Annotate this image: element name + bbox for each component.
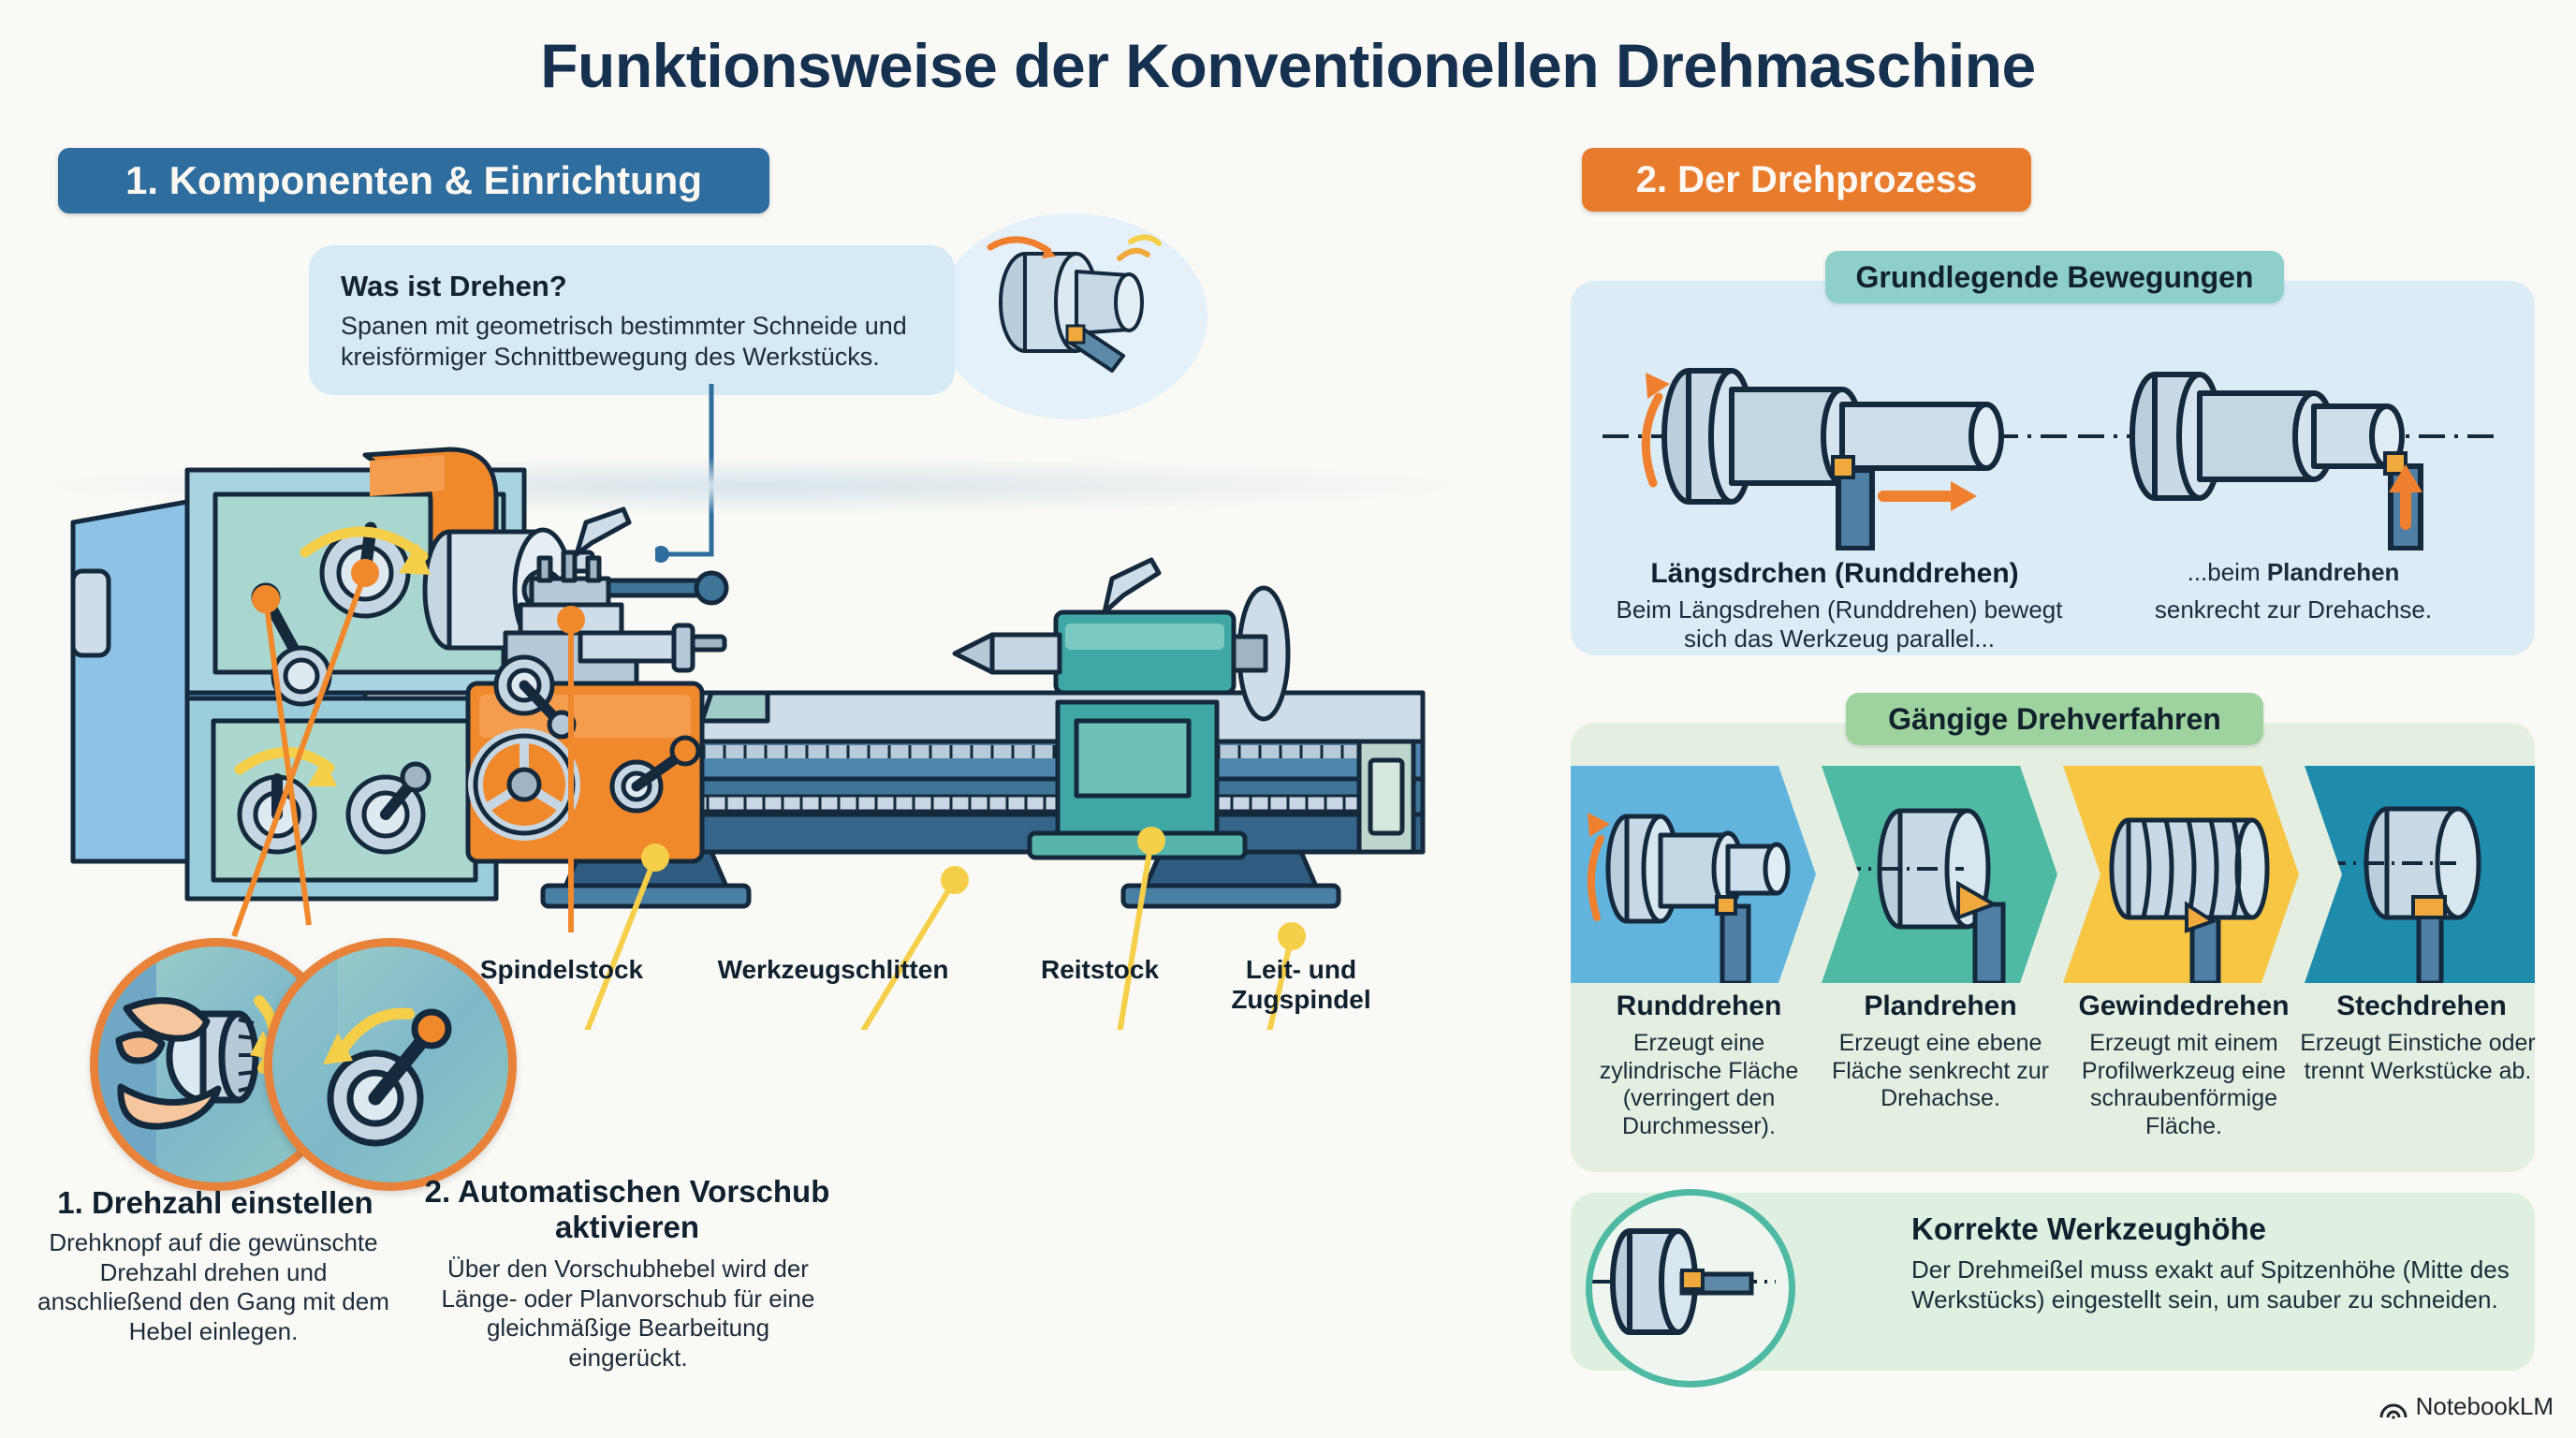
chuck-workpiece-icon <box>987 234 1162 373</box>
movement-2-line-1: ...beim Plandrehen <box>2097 558 2490 587</box>
subheader-basic-movements: Grundlegende Bewegungen <box>1825 251 2284 303</box>
machine-label-leit-zugspindel: Leit- und Zugspindel <box>1231 955 1371 1014</box>
watermark-text: NotebookLM <box>2415 1392 2554 1420</box>
notebooklm-logo-icon <box>2379 1403 2408 1419</box>
step-1-title: 1. Drehzahl einstellen <box>57 1185 373 1220</box>
method-3-title: Gewindedrehen <box>2078 990 2290 1021</box>
tool-height-title: Korrekte Werkzeughöhe <box>1911 1211 2266 1246</box>
section-header-components: 1. Komponenten & Einrichtung <box>58 148 769 213</box>
step-1-body: Drehknopf auf die gewünschte Drehzahl dr… <box>37 1228 389 1346</box>
face-turning-icon <box>2078 372 2499 550</box>
movement-2-keyword: Plandrehen <box>2266 558 2400 586</box>
machine-label-werkzeugschlitten: Werkzeugschlitten <box>717 955 949 984</box>
movement-2-prefix: ...beim <box>2187 558 2267 586</box>
subheader-turning-methods: Gängige Drehverfahren <box>1846 693 2263 745</box>
longitudinal-turning-icon <box>1603 368 2071 550</box>
method-4-title: Stechdrehen <box>2336 990 2507 1021</box>
section-header-process: 2. Der Drehprozess <box>1582 148 2031 212</box>
method-2-desc: Erzeugt eine ebene Fläche senkrecht zur … <box>1831 1030 2050 1111</box>
machine-label-reitstock: Reitstock <box>1040 955 1160 984</box>
method-2-title: Plandrehen <box>1864 990 2017 1021</box>
methods-chevron-strip <box>1571 766 2535 983</box>
step-2-magnifier <box>264 938 517 1191</box>
method-1-title: Runddrehen <box>1616 990 1782 1021</box>
step-2-title: 2. Automatischen Vorschub aktivieren <box>424 1174 830 1245</box>
method-3-desc: Erzeugt mit einem Profilwerkzeug eine sc… <box>2081 1030 2287 1139</box>
intro-callout: Was ist Drehen? Spanen mit geometrisch b… <box>309 245 955 395</box>
intro-callout-heading: Was ist Drehen? <box>341 270 567 302</box>
callout-connector <box>655 384 714 563</box>
movement-1-body: Beim Längsdrehen (Runddrehen) bewegt sic… <box>1616 595 2063 653</box>
method-4-desc: Erzeugt Einstiche oder trennt Werkstücke… <box>2300 1030 2536 1084</box>
leader-lines <box>231 559 1306 1030</box>
watermark: NotebookLM <box>2379 1392 2554 1421</box>
page-title: Funktionsweise der Konventionellen Drehm… <box>540 31 2036 100</box>
feed-lever-icon <box>272 946 452 1167</box>
movement-1-title: Längsdrchen (Runddrehen) <box>1650 558 2019 589</box>
intro-callout-body: Spanen mit geometrisch bestimmter Schnei… <box>341 312 907 371</box>
hand-turning-knob-icon <box>98 960 280 1167</box>
step-2-body: Über den Vorschubhebel wird der Länge- o… <box>441 1255 815 1372</box>
machine-label-spindelstock: Spindelstock <box>479 955 644 984</box>
method-1-desc: Erzeugt eine zylindrische Fläche (verrin… <box>1599 1030 1799 1139</box>
intro-illustration-bubble <box>936 213 1208 419</box>
tool-centre-height-icon <box>1592 1228 1776 1335</box>
movement-2-line-2: senkrecht zur Drehachse. <box>2154 595 2433 624</box>
tool-height-magnifier <box>1586 1189 1795 1387</box>
tool-height-body: Der Drehmeißel muss exakt auf Spitzenhöh… <box>1911 1255 2510 1314</box>
